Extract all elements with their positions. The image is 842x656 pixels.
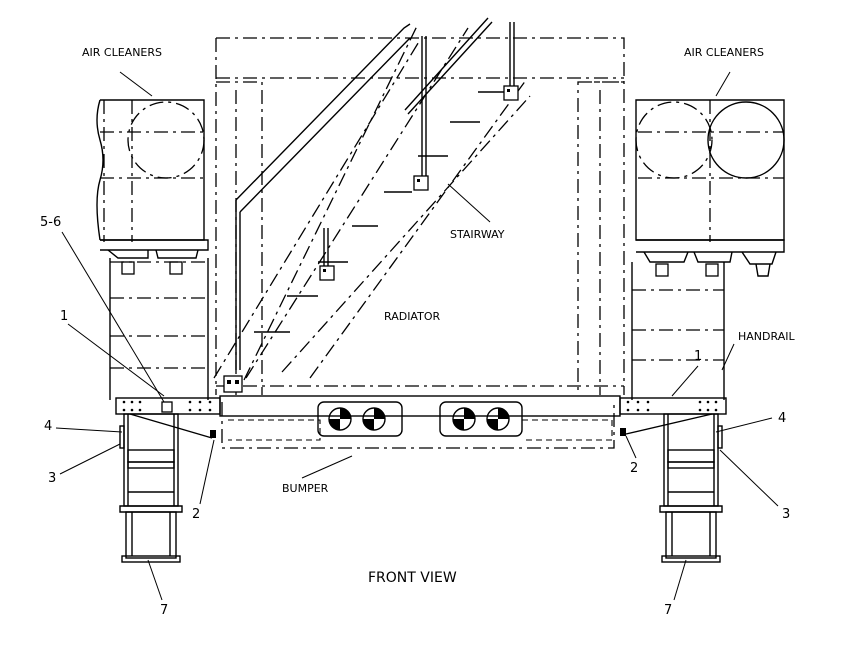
callout-right-3: 3 — [782, 507, 790, 522]
handrail-label: HANDRAIL — [738, 330, 795, 343]
radiator-frame — [215, 37, 625, 395]
stairway — [213, 17, 531, 393]
right-air-cleaner-assembly — [631, 99, 785, 400]
bumper-light — [362, 407, 386, 431]
bumper-light — [452, 407, 476, 431]
callout-right-7: 7 — [664, 603, 672, 618]
air-cleaners-left-label: AIR CLEANERS — [82, 46, 162, 59]
callout-left-3: 3 — [48, 471, 56, 486]
bumper — [219, 395, 621, 449]
callout-left-5-6: 5-6 — [40, 215, 61, 230]
bumper-light — [328, 407, 352, 431]
callout-right-2: 2 — [630, 461, 638, 476]
callout-right-1: 1 — [694, 349, 702, 364]
right-leg — [659, 413, 723, 563]
stairway-label: STAIRWAY — [450, 228, 505, 241]
callout-left-2: 2 — [192, 507, 200, 522]
callout-left-1: 1 — [60, 309, 68, 324]
callout-left-7: 7 — [160, 603, 168, 618]
leader-lines — [55, 71, 779, 601]
left-mount-bracket — [115, 397, 221, 439]
callout-left-4: 4 — [44, 419, 52, 434]
callout-right-4: 4 — [778, 411, 786, 426]
bumper-light — [486, 407, 510, 431]
left-leg — [119, 413, 183, 563]
right-mount-bracket — [619, 397, 727, 436]
left-air-cleaner-assembly — [96, 99, 209, 400]
radiator-label: RADIATOR — [384, 310, 440, 323]
bumper-label: BUMPER — [282, 482, 329, 495]
air-cleaners-right-label: AIR CLEANERS — [684, 46, 764, 59]
view-title: FRONT VIEW — [368, 570, 457, 586]
